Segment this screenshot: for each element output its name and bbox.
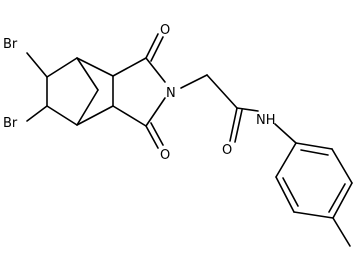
atom-o-bottom: O <box>160 148 170 163</box>
bond-ch2-amide-c <box>206 74 238 109</box>
bond-ring-1-2 <box>295 142 333 150</box>
bond-ring-inner-a <box>300 149 329 156</box>
bond-ring-inner-b <box>328 183 346 213</box>
bond-co-top-b <box>150 36 164 62</box>
bond-carbonyl-top-n <box>145 57 166 83</box>
bond-ring-4-5 <box>293 211 334 219</box>
bond-co-bottom-a <box>145 125 159 149</box>
bond-carbonyl-bottom-n <box>145 97 166 127</box>
bond-c1-c2 <box>46 57 78 78</box>
bond-c5-c4 <box>76 105 114 126</box>
bond-c2-c3 <box>76 57 114 77</box>
bond-co-bottom-b <box>150 122 164 146</box>
bond-c4-carbonyl-bottom <box>112 105 147 127</box>
bond-bridge-c5 <box>76 89 99 126</box>
atom-n-imide: N <box>166 86 176 101</box>
bond-ring-5-6 <box>275 176 295 213</box>
bond-c2-bridge <box>76 57 99 91</box>
bond-ring-6-1 <box>275 142 297 178</box>
atom-br-top: Br <box>3 37 18 52</box>
bond-amide-c-nh <box>236 107 259 112</box>
bond-layer <box>26 33 353 247</box>
atom-br-bottom: Br <box>3 116 18 131</box>
bond-methyl <box>332 217 351 247</box>
bond-amide-co-b <box>234 109 243 143</box>
atom-o-amide: O <box>222 143 232 158</box>
atom-o-top: O <box>160 23 170 38</box>
bond-co-top-a <box>145 33 159 59</box>
bond-c6-br <box>26 105 48 122</box>
bond-nh-ring <box>274 123 297 144</box>
bond-c1-br <box>26 52 48 78</box>
bond-ring-inner-c <box>282 177 299 207</box>
bond-c6-c5 <box>46 105 78 126</box>
bond-amide-co-a <box>229 107 238 142</box>
bond-ring-3-4 <box>332 182 353 219</box>
atom-nh-amide: NH <box>256 113 276 128</box>
atom-label-layer: Br Br O O N O NH <box>3 23 276 163</box>
bond-n-ch2 <box>180 74 208 89</box>
bond-c3-carbonyl-top <box>112 57 147 77</box>
bond-ring-2-3 <box>331 148 353 184</box>
